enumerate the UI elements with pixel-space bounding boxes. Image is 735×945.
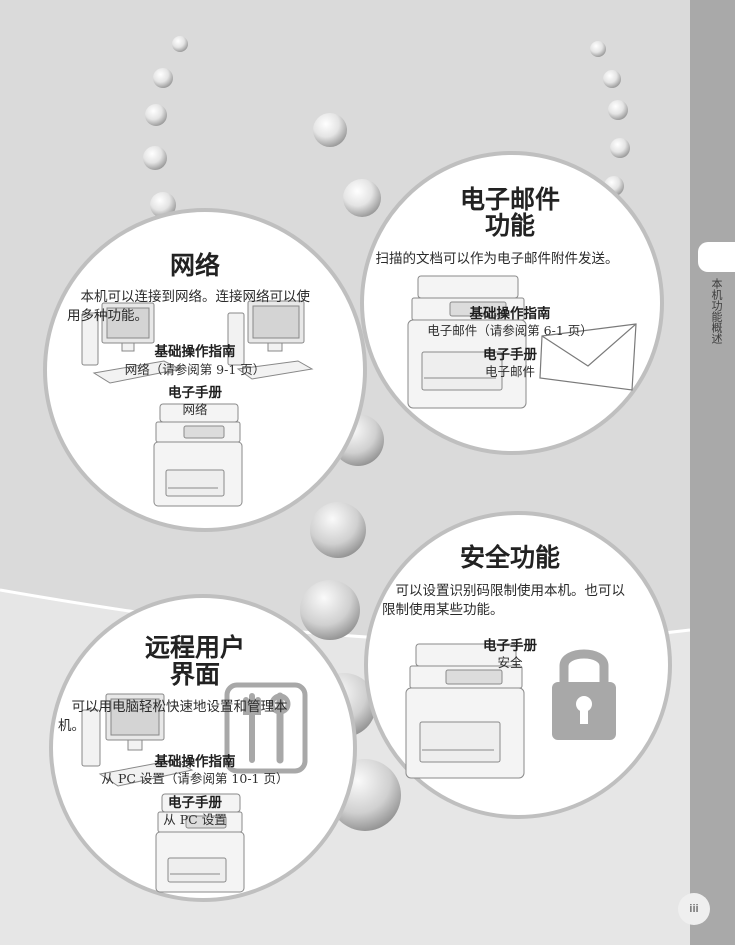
remote-ui-title-line1: 远程用户 xyxy=(144,633,245,662)
email-printer-illustration xyxy=(407,275,637,409)
network-title: 网络 xyxy=(169,251,220,280)
email-title-line2: 功能 xyxy=(484,211,535,240)
network-description: 本机可以连接到网络。连接网络可以使用多种功能。 xyxy=(67,289,310,324)
security-title: 安全功能 xyxy=(459,543,560,572)
security-printer-illustration xyxy=(405,643,525,779)
network-printer-illustration xyxy=(153,403,243,507)
padlock-icon xyxy=(552,649,616,740)
remote-ui-title-line2: 界面 xyxy=(169,660,220,689)
bubble-trail-left xyxy=(143,36,188,218)
email-ref2-sub: 电子邮件 xyxy=(484,364,535,379)
remote-ui-description: 可以用电脑轻松快速地设置和管理本机。 xyxy=(58,699,288,734)
tools-icon xyxy=(224,682,308,774)
bubble-trail-right xyxy=(590,41,630,196)
email-ref1-title: 基础操作指南 xyxy=(469,306,551,322)
network-ref2-sub: 网络 xyxy=(182,402,208,417)
page-number: iii xyxy=(678,893,710,925)
email-title-line1: 电子邮件 xyxy=(459,185,560,214)
network-ref1-sub: 网络（请参阅第 9-1 页） xyxy=(124,362,266,377)
network-ref2-title: 电子手册 xyxy=(168,385,222,401)
remote-ui-computer-illustration xyxy=(81,693,194,787)
circle-network xyxy=(43,208,367,532)
remote-ui-ref2-title: 电子手册 xyxy=(168,795,222,811)
remote-ui-ref2-sub: 从 PC 设置 xyxy=(163,812,227,827)
sidebar-label: 本机功能概述 xyxy=(710,278,723,344)
network-computers-illustration xyxy=(81,300,314,384)
remote-ui-ref1-sub: 从 PC 设置（请参阅第 10-1 页） xyxy=(101,771,289,786)
network-ref1-title: 基础操作指南 xyxy=(154,344,236,360)
security-ref1-sub: 安全 xyxy=(497,655,523,670)
circle-remote-ui xyxy=(49,594,357,902)
email-description: 扫描的文档可以作为电子邮件附件发送。 xyxy=(375,251,619,267)
email-ref1-sub: 电子邮件（请参阅第 6-1 页） xyxy=(427,323,593,338)
sidebar-tab xyxy=(698,242,735,272)
security-description: 可以设置识别码限制使用本机。也可以限制使用某些功能。 xyxy=(382,583,625,618)
sidebar xyxy=(690,0,735,945)
remote-ui-printer-illustration xyxy=(155,793,245,893)
email-ref2-title: 电子手册 xyxy=(483,347,537,363)
security-ref1-title: 电子手册 xyxy=(483,638,537,654)
remote-ui-ref1-title: 基础操作指南 xyxy=(154,754,236,770)
envelope-icon xyxy=(539,323,637,391)
